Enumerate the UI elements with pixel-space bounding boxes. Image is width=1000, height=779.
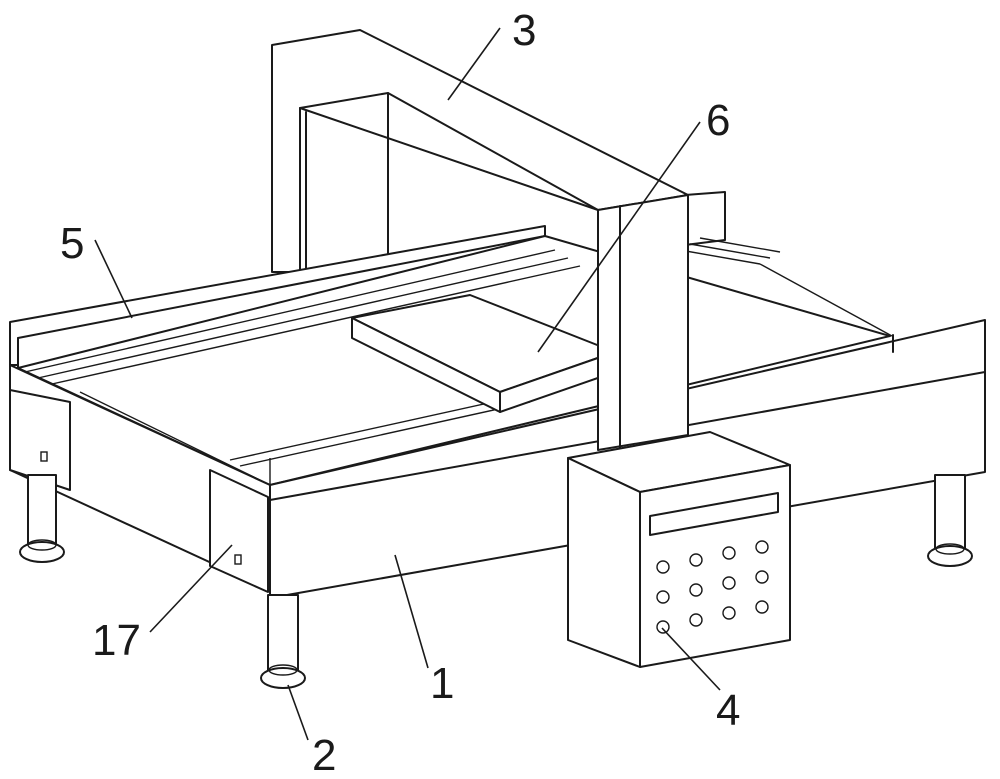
leg-left	[19, 474, 65, 563]
label-2: 2	[312, 731, 336, 779]
label-4: 4	[716, 686, 740, 735]
leg-right	[927, 474, 973, 567]
leader-lines	[94, 27, 721, 741]
vertical-column	[597, 194, 689, 451]
label-1: 1	[430, 659, 454, 708]
label-3: 3	[512, 6, 536, 55]
right-side-plate	[684, 191, 726, 246]
control-box	[567, 431, 791, 668]
side-panel-front	[209, 469, 269, 593]
control-buttons	[656, 540, 769, 634]
control-screen	[649, 492, 779, 536]
leg-front	[260, 594, 306, 689]
label-6: 6	[706, 96, 730, 145]
gantry-frame	[271, 29, 689, 273]
label-5: 5	[60, 219, 84, 268]
label-17: 17	[92, 616, 141, 665]
side-panel-left	[9, 389, 71, 491]
